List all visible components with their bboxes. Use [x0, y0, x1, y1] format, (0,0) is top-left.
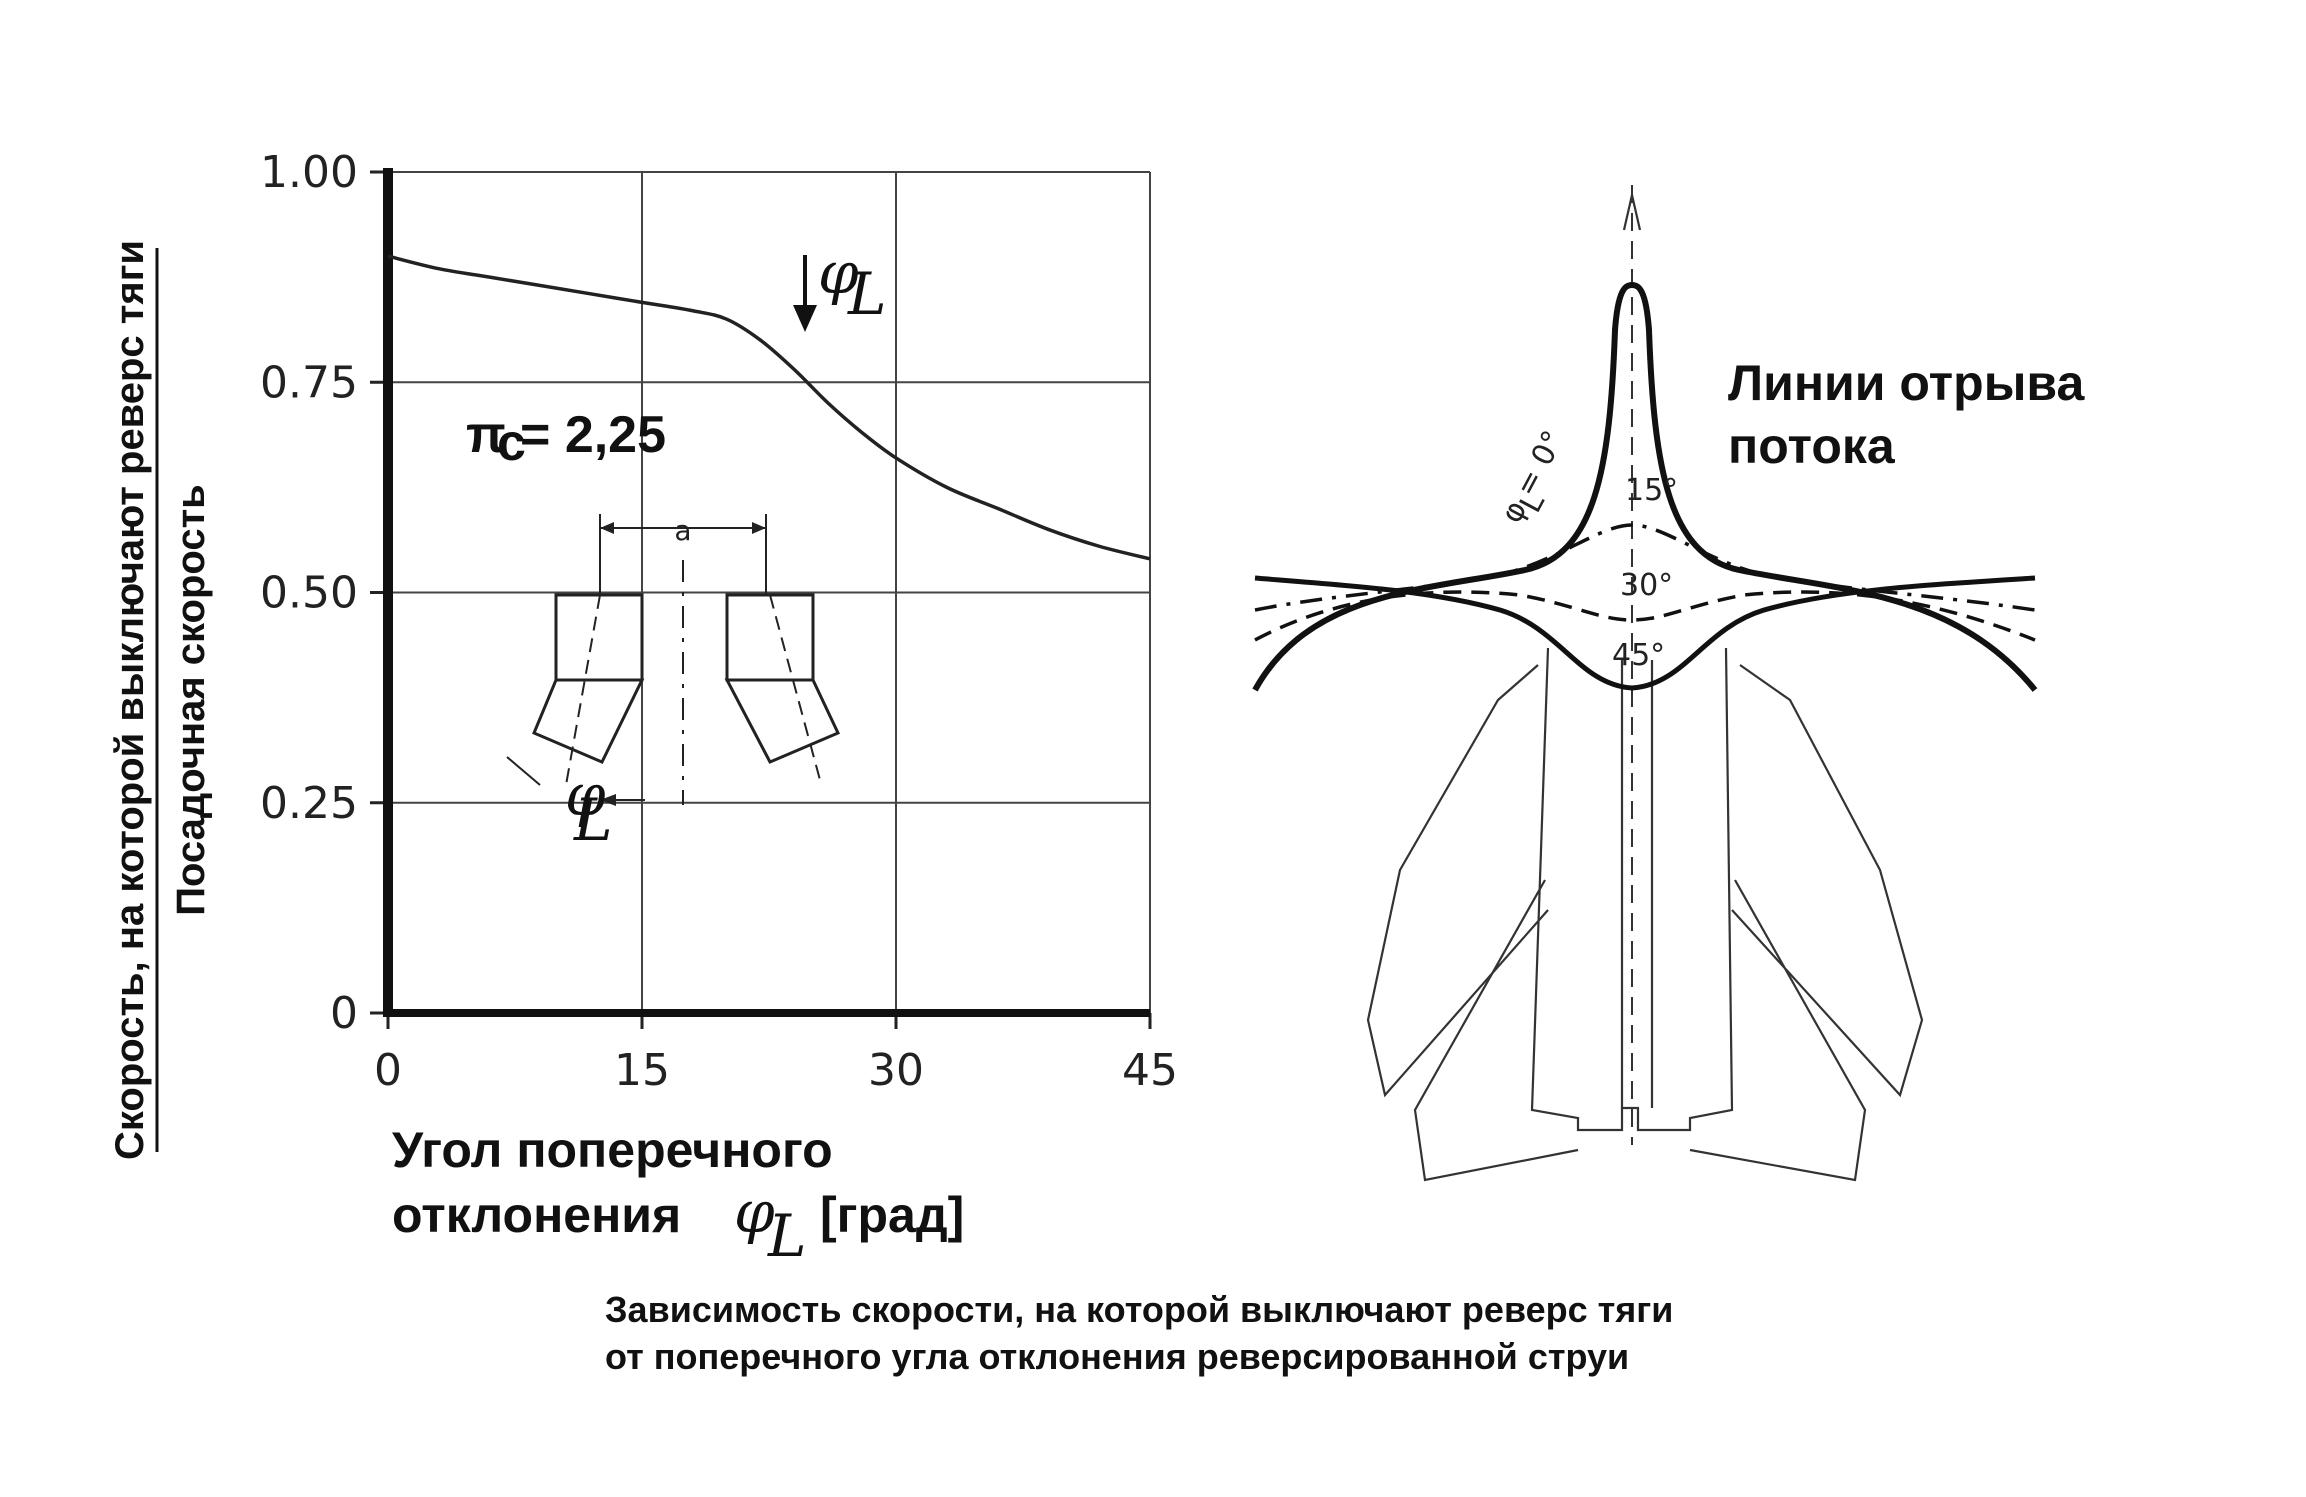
chart-grid — [387, 171, 1151, 1014]
nozzle-angle-symbol: φ — [565, 761, 606, 829]
chart-axes — [370, 168, 1152, 1029]
phi-0-value: = 0° — [1508, 425, 1571, 502]
y-tick-labels: 0 0.25 0.50 0.75 1.00 — [260, 147, 358, 1039]
x-label-phi-symbol: φ — [734, 1178, 775, 1246]
x-label-phi-sub: L — [767, 1202, 807, 1270]
separation-curves — [1252, 281, 2038, 692]
y-tick-label: 0.50 — [260, 568, 358, 619]
flow-separation-diagram: Линии отрыва потока φ L = 0° — [1252, 185, 2085, 1182]
right-wing-leading — [1731, 664, 1924, 1098]
y-tick-label: 0.75 — [260, 357, 358, 408]
label-45: 45° — [1612, 638, 1665, 673]
left-wing-leading — [1366, 664, 1549, 1098]
phi-arrow-annotation: φ L — [793, 239, 887, 332]
y-axis-label: Скорость, на которой выключают реверс тя… — [108, 240, 213, 1160]
arrow-head-icon — [793, 305, 817, 332]
x-label-line2: отклонения — [392, 1187, 681, 1243]
left-nozzle-body — [554, 593, 644, 682]
centerline-arrow-icon — [1622, 194, 1642, 231]
pi-subscript: c — [497, 414, 526, 472]
pi-value: = 2,25 — [520, 406, 666, 464]
right-nozzle-deflector — [724, 678, 841, 764]
y-label-numerator: Скорость, на которой выключают реверс тя… — [108, 240, 152, 1160]
label-30: 30° — [1620, 568, 1673, 603]
separation-title-line2: потока — [1728, 418, 1896, 474]
caption-line2: от поперечного угла отклонения реверсиро… — [605, 1336, 1629, 1377]
curve-phi-30 — [1254, 590, 2036, 642]
pressure-ratio-annotation: π c = 2,25 — [466, 406, 666, 472]
x-tick-label: 45 — [1122, 1045, 1178, 1096]
curve-phi-45 — [1254, 575, 2036, 691]
series-line — [387, 254, 1151, 561]
left-tail — [1413, 879, 1579, 1182]
x-tick-label: 0 — [374, 1045, 402, 1096]
left-nozzle-axis — [565, 594, 601, 786]
x-tick-labels: 0 15 30 45 — [374, 1045, 1178, 1096]
nozzle-inset-sketch: a φ L — [506, 514, 841, 854]
aircraft-planform — [1366, 185, 1924, 1182]
label-15: 15° — [1625, 473, 1678, 508]
y-label-denominator: Посадочная скорость — [169, 484, 213, 915]
y-tick-label: 1.00 — [260, 147, 358, 198]
phi-arrow-symbol: φ — [818, 239, 859, 307]
caption-line1: Зависимость скорости, на которой выключа… — [605, 1289, 1673, 1330]
figure-caption: Зависимость скорости, на которой выключа… — [605, 1289, 1673, 1377]
gap-label: a — [674, 514, 691, 547]
nozzle-angle-sub: L — [573, 786, 613, 854]
right-tail — [1689, 879, 1867, 1182]
right-nozzle-axis — [769, 594, 821, 781]
x-tick-label: 30 — [868, 1045, 924, 1096]
angle-arrow-left — [506, 756, 541, 786]
right-nozzle-body — [725, 593, 815, 682]
phi-arrow-sub: L — [847, 260, 887, 328]
pi-symbol: π — [466, 406, 506, 464]
separation-title-line1: Линии отрыва — [1728, 355, 2085, 411]
x-tick-label: 15 — [614, 1045, 670, 1096]
x-label-unit: [град] — [820, 1187, 964, 1243]
left-nozzle-deflector — [532, 678, 645, 764]
curve-labels: φ L = 0° 15° 30° 45° — [1494, 425, 1678, 673]
fuselage-outline — [1530, 647, 1734, 1132]
y-tick-label: 0 — [330, 988, 358, 1039]
line-chart: 0 15 30 45 0 0.25 0.50 0.75 1.00 Скорость, на к… — [108, 147, 1178, 1270]
x-label-line1: Угол поперечного — [392, 1122, 833, 1178]
angle-arrow-head-icon — [600, 794, 616, 806]
x-axis-label: Угол поперечного отклонения φ L [град] — [392, 1122, 964, 1270]
y-tick-label: 0.25 — [260, 778, 358, 829]
